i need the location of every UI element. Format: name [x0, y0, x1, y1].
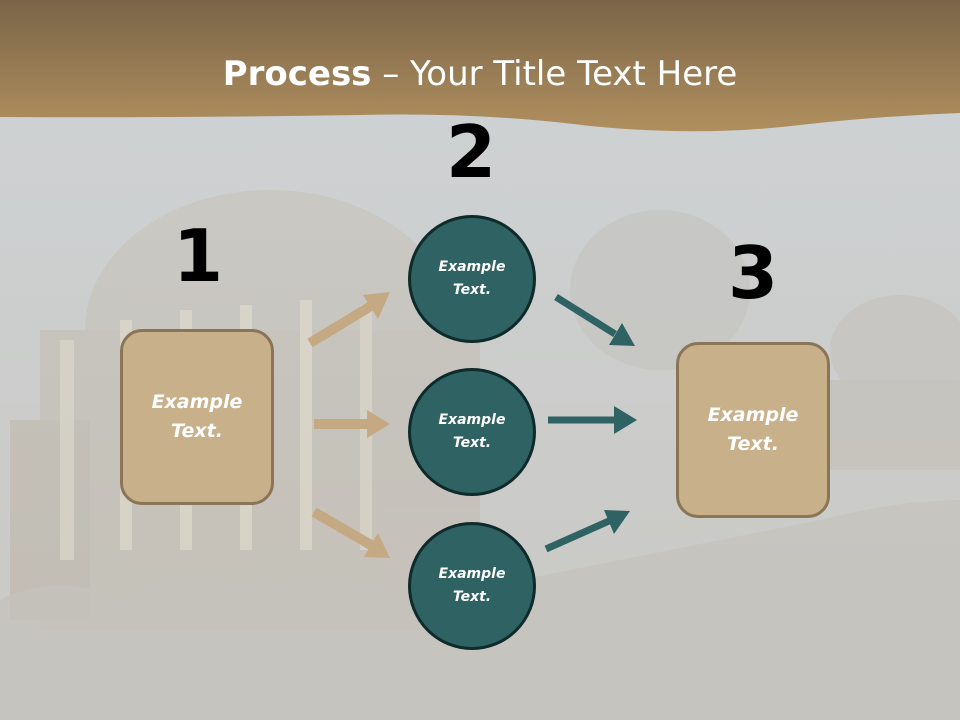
circle-3-line-2: Text.	[452, 589, 492, 605]
arrow-circle-3-to-box	[544, 510, 630, 553]
left-text-box: Example Text.	[120, 329, 274, 505]
arrow-box-to-circle-1	[307, 292, 390, 348]
step-number-1: 1	[172, 214, 224, 298]
left-box-line-1: Example	[151, 391, 243, 413]
title-bold: Process	[222, 54, 372, 94]
title-rest: – Your Title Text Here	[371, 54, 738, 94]
circle-3: Example Text.	[408, 522, 536, 650]
arrow-circle-2-to-box	[548, 406, 637, 434]
slide-title: Process – Your Title Text Here	[0, 52, 960, 96]
arrow-box-to-circle-2	[314, 410, 390, 438]
arrow-circle-1-to-box	[554, 294, 635, 346]
circle-3-line-1: Example	[438, 566, 506, 582]
right-box-line-2: Text.	[727, 433, 779, 455]
step-number-2: 2	[445, 110, 497, 194]
left-box-line-2: Text.	[171, 420, 223, 442]
circle-2: Example Text.	[408, 368, 536, 496]
header-band	[0, 0, 960, 132]
circle-1-line-1: Example	[438, 259, 506, 275]
circle-2-line-2: Text.	[452, 435, 492, 451]
arrow-box-to-circle-3	[311, 507, 390, 558]
right-box-line-1: Example	[707, 404, 799, 426]
step-number-3: 3	[727, 231, 779, 315]
right-text-box: Example Text.	[676, 342, 830, 518]
circle-1-line-2: Text.	[452, 282, 492, 298]
circle-2-line-1: Example	[438, 412, 506, 428]
circle-1: Example Text.	[408, 215, 536, 343]
